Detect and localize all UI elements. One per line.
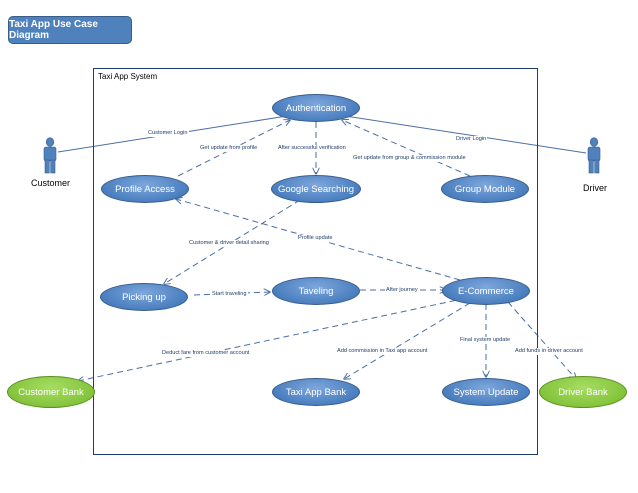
- usecase-ecommerce[interactable]: E-Commerce: [442, 277, 530, 305]
- usecase-traveling[interactable]: Taveling: [272, 277, 360, 305]
- usecase-group-module[interactable]: Group Module: [441, 175, 529, 203]
- line-customerbank-ecommerce: [78, 298, 463, 381]
- line-driver-authentication: [344, 115, 587, 154]
- usecase-authentication[interactable]: Authentication: [272, 94, 360, 122]
- system-boundary: [93, 68, 538, 455]
- label-add-commission: Add commission in Taxi app account: [336, 348, 429, 355]
- label-add-funds-driver: Add funds in driver account: [514, 348, 584, 355]
- label-get-update-from-group: Get update from group & commission modul…: [352, 155, 467, 162]
- usecase-driver-bank[interactable]: Driver Bank: [539, 376, 627, 408]
- label-get-update-from-profile: Get update from profile: [199, 145, 259, 152]
- usecase-profile-access[interactable]: Profile Access: [101, 175, 189, 203]
- line-ecommerce-driverbank: [507, 301, 576, 379]
- label-customer-driver-detail-sharing: Customer & driver detail sharing: [188, 240, 270, 247]
- actor-customer-label: Customer: [31, 178, 71, 188]
- label-after-journey: After journey: [385, 287, 419, 294]
- label-customer-login: Customer Login: [147, 130, 189, 137]
- line-group-authentication: [342, 120, 471, 177]
- usecase-taxi-app-bank[interactable]: Taxi App Bank: [272, 378, 360, 406]
- line-pickingup-traveling: [193, 292, 270, 295]
- label-start-traveling: Start traveling: [211, 291, 248, 298]
- label-profile-update: Profile update: [297, 235, 334, 242]
- system-boundary-label: Taxi App System: [98, 72, 158, 81]
- label-final-system-update: Final system update: [459, 337, 512, 344]
- diagram-title-badge: Taxi App Use Case Diagram: [8, 16, 132, 44]
- driver-actor-icon: [587, 137, 601, 174]
- customer-actor-icon: [43, 137, 57, 174]
- usecase-system-update[interactable]: System Update: [442, 378, 530, 406]
- line-ecommerce-taxibank: [344, 302, 471, 379]
- label-after-successful-verification: After successful verification: [277, 145, 347, 152]
- actor-driver-label: Driver: [583, 183, 607, 193]
- line-google-pickingup: [164, 199, 301, 284]
- usecase-customer-bank[interactable]: Customer Bank: [7, 376, 95, 408]
- usecase-google-searching[interactable]: Google Searching: [271, 175, 361, 203]
- label-driver-login: Driver Login: [455, 136, 488, 143]
- usecase-picking-up[interactable]: Picking up: [100, 283, 188, 311]
- label-deduct-fare: Deduct fare from customer account: [161, 350, 251, 357]
